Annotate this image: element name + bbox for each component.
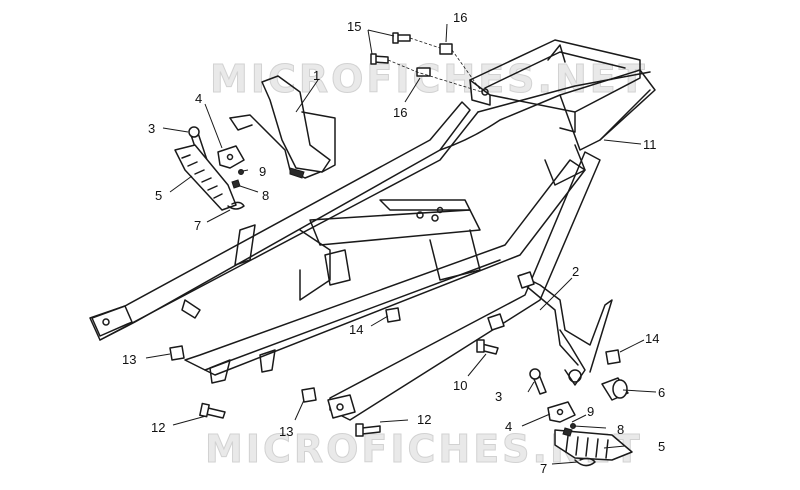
callout-3-right: 3 bbox=[495, 389, 502, 404]
callout-14-right: 14 bbox=[645, 331, 659, 346]
callout-16-bottom: 16 bbox=[393, 105, 407, 120]
callout-13-center: 13 bbox=[279, 424, 293, 439]
grab-handle bbox=[469, 39, 641, 133]
fasteners bbox=[169, 32, 621, 437]
callout-12-left: 12 bbox=[151, 420, 165, 435]
callout-9-left: 9 bbox=[259, 164, 266, 179]
callouts: 1 2 3 3 4 4 5 5 6 7 7 8 8 9 9 10 11 12 1… bbox=[122, 10, 665, 476]
callout-7-right: 7 bbox=[540, 461, 547, 476]
callout-7-left: 7 bbox=[194, 218, 201, 233]
footpeg-left-assembly bbox=[174, 126, 245, 211]
callout-1: 1 bbox=[313, 68, 320, 83]
callout-9-right: 9 bbox=[587, 404, 594, 419]
callout-16-top: 16 bbox=[453, 10, 467, 25]
callout-15: 15 bbox=[347, 19, 361, 34]
watermark-top: MICROFICHES.NET bbox=[210, 57, 648, 101]
callout-14-left: 14 bbox=[349, 322, 363, 337]
rear-frame bbox=[89, 69, 656, 421]
callout-3-left: 3 bbox=[148, 121, 155, 136]
callout-4-right: 4 bbox=[505, 419, 512, 434]
footrest-bracket-right bbox=[519, 274, 613, 386]
callout-5-right: 5 bbox=[658, 439, 665, 454]
callout-8-left: 8 bbox=[262, 188, 269, 203]
callout-6: 6 bbox=[658, 385, 665, 400]
footrest-bracket-left bbox=[229, 75, 336, 179]
callout-13-left: 13 bbox=[122, 352, 136, 367]
callout-10: 10 bbox=[453, 378, 467, 393]
callout-11: 11 bbox=[643, 137, 657, 152]
callout-12-right: 12 bbox=[417, 412, 431, 427]
callout-2: 2 bbox=[572, 264, 579, 279]
rubber-buffer bbox=[601, 377, 629, 401]
callout-8-right: 8 bbox=[617, 422, 624, 437]
footpeg-right-assembly bbox=[529, 368, 633, 467]
callout-5-left: 5 bbox=[155, 188, 162, 203]
leader-lines bbox=[145, 23, 657, 465]
callout-4-left: 4 bbox=[195, 91, 202, 106]
